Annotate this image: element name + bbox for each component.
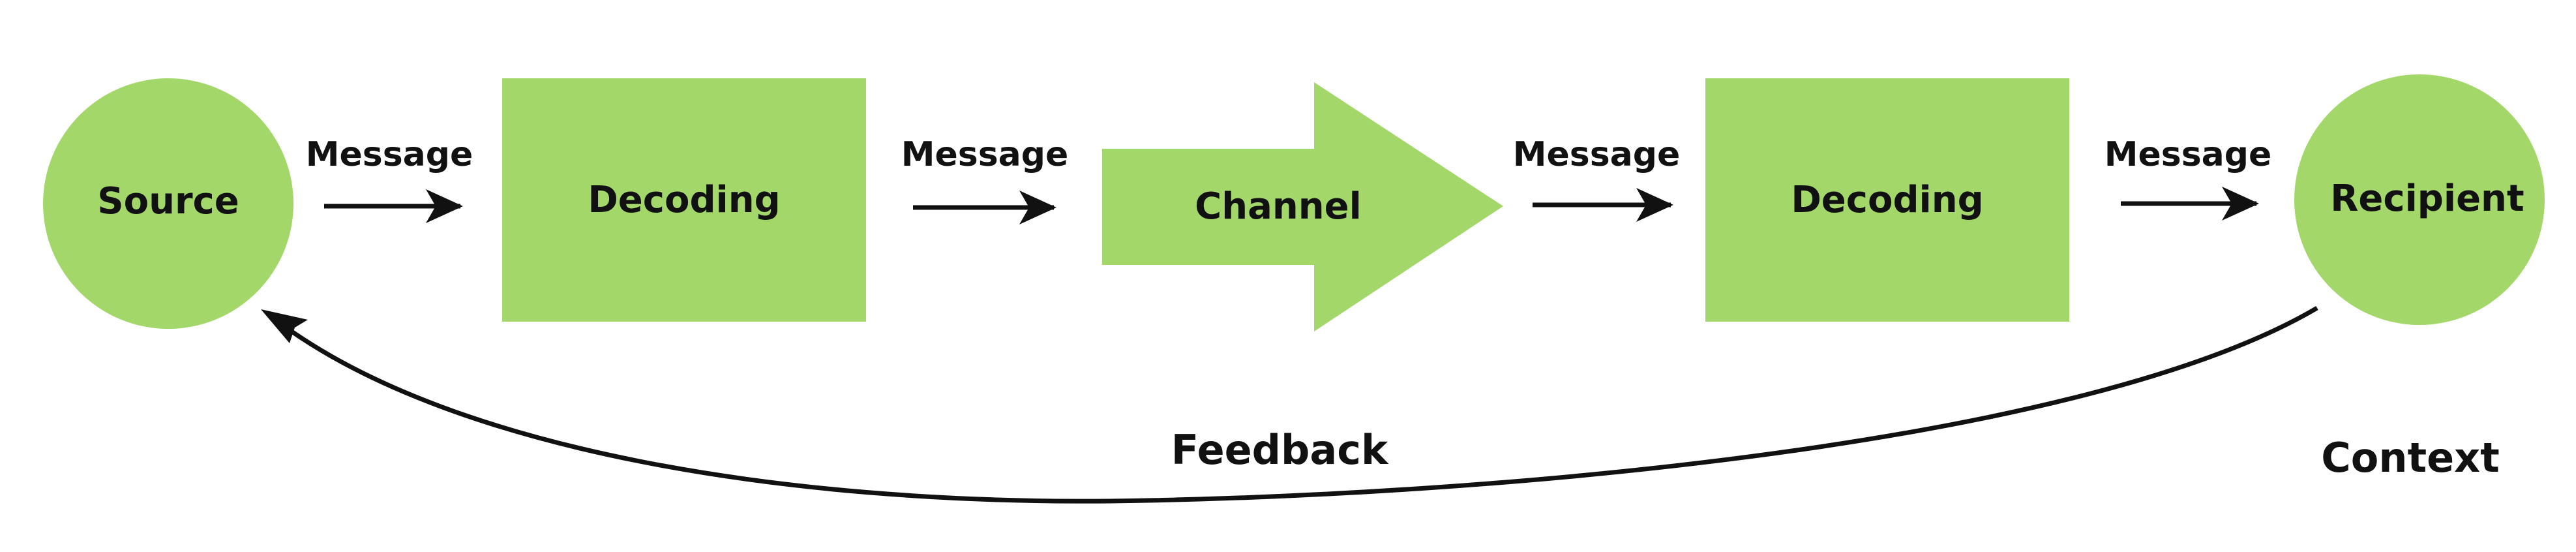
- edge-arrowhead-4: [2222, 187, 2259, 221]
- channel-block-arrow: [1102, 82, 1503, 331]
- recipient-circle: [2294, 74, 2545, 325]
- recipient-node: Recipient: [2294, 74, 2545, 325]
- source-label: Source: [97, 180, 239, 222]
- feedback-edge: Feedback: [261, 305, 2318, 504]
- edge-label-4: Message: [2104, 135, 2272, 174]
- edge-label-1: Message: [306, 135, 473, 174]
- channel-node: Channel: [1102, 82, 1503, 331]
- edge-arrowhead-1: [426, 189, 463, 223]
- edge-label-2: Message: [901, 135, 1069, 174]
- decoding-box-1: [502, 78, 866, 322]
- edge-arrowhead-3: [1636, 188, 1673, 222]
- decoding-label-1: Decoding: [588, 179, 780, 221]
- channel-label: Channel: [1195, 185, 1362, 228]
- decoding-node-1: Decoding: [502, 78, 866, 322]
- decoding-label-2: Decoding: [1791, 179, 1983, 221]
- message-edge-3: Message: [1513, 135, 1681, 222]
- decoding-box-2: [1705, 78, 2069, 322]
- source-node: Source: [43, 78, 293, 329]
- message-edge-4: Message: [2104, 135, 2272, 221]
- message-edge-2: Message: [901, 135, 1069, 224]
- edge-arrowhead-2: [1019, 191, 1056, 224]
- feedback-label: Feedback: [1171, 426, 1389, 474]
- recipient-label: Recipient: [2330, 177, 2524, 220]
- context-label: Context: [2321, 434, 2500, 482]
- source-circle: [43, 78, 293, 329]
- message-edge-1: Message: [306, 135, 473, 223]
- decoding-node-2: Decoding: [1705, 78, 2069, 322]
- feedback-curve: [282, 305, 2318, 504]
- feedback-arrowhead: [261, 309, 308, 343]
- edge-label-3: Message: [1513, 135, 1681, 174]
